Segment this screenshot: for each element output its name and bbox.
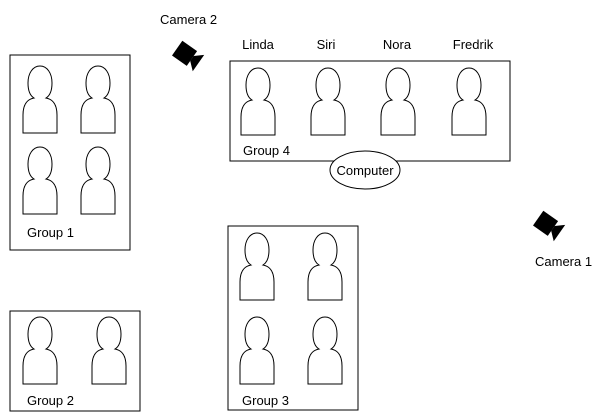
person-name-fredrik: Fredrik [453, 37, 494, 52]
camera-icon [532, 209, 566, 242]
camera-1: Camera 1 [532, 209, 592, 269]
group-4: Group 4 Linda Siri Nora Fredrik [229, 37, 511, 162]
camera-icon [171, 39, 205, 72]
group-2-label: Group 2 [27, 393, 74, 408]
computer-label: Computer [336, 163, 394, 178]
person-name-siri: Siri [317, 37, 336, 52]
group-1-label: Group 1 [27, 225, 74, 240]
person-name-linda: Linda [242, 37, 275, 52]
group-3: Group 3 [227, 225, 359, 411]
group-3-label: Group 3 [242, 393, 289, 408]
camera-2-label: Camera 2 [160, 12, 217, 27]
group-2: Group 2 [9, 310, 141, 412]
person-name-nora: Nora [383, 37, 412, 52]
camera-2: Camera 2 [160, 12, 217, 72]
camera-1-label: Camera 1 [535, 254, 592, 269]
group-4-label: Group 4 [243, 143, 290, 158]
computer: Computer [329, 150, 401, 190]
group-1: Group 1 [9, 54, 131, 251]
computer-ellipse [329, 150, 401, 190]
